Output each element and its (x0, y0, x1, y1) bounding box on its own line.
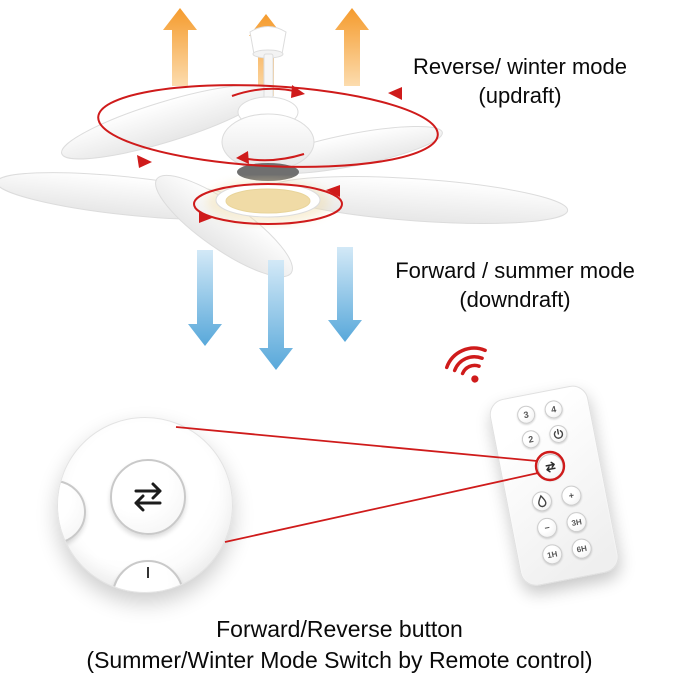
remote-speed-row-1: 3 4 (515, 398, 565, 426)
fan-light-rim (215, 182, 321, 218)
speed-4-button[interactable]: 4 (543, 398, 565, 420)
power-icon (553, 428, 564, 439)
wifi-signal-icon (444, 346, 487, 383)
fan-blade (0, 172, 260, 220)
light-rotation-annotation (193, 183, 343, 225)
rotation-arrowhead-icon (137, 155, 152, 168)
fan-downrod (263, 53, 274, 101)
timer-1h-button[interactable]: 1H (540, 542, 564, 567)
down-arrow-icon (259, 260, 293, 370)
fan-canopy-base (252, 49, 284, 59)
remote-speed-row-2: 2 (520, 423, 569, 450)
button-tick-mark (147, 566, 149, 578)
fan-blade (267, 176, 569, 224)
rotation-arrowhead-icon (199, 211, 212, 223)
reverse-mode-line2: (updraft) (478, 83, 562, 108)
dim-plus-button[interactable]: + (559, 483, 584, 508)
forward-reverse-button-zoomed (110, 459, 186, 535)
remote-light-row: + (530, 483, 584, 514)
partial-button (112, 560, 184, 592)
up-arrow-icon (335, 8, 369, 86)
up-arrow-icon (163, 8, 197, 86)
caption-line1: Forward/Reverse button (216, 616, 463, 642)
reverse-mode-label: Reverse/ winter mode (updraft) (390, 52, 650, 110)
forward-reverse-swap-icon (134, 482, 162, 512)
fan-motor-top (237, 96, 299, 128)
fan-blade (155, 174, 293, 278)
timer-6h-button[interactable]: 6H (569, 536, 594, 561)
light-droplet-icon (538, 494, 547, 508)
down-arrow-icon (328, 247, 362, 342)
remote-timer-row-2: 1H 6H (540, 536, 594, 567)
partial-button (58, 480, 86, 544)
forward-mode-label: Forward / summer mode (downdraft) (383, 256, 647, 314)
reverse-mode-line1: Reverse/ winter mode (413, 54, 627, 79)
updraft-arrows (163, 8, 369, 96)
fan-motor-band (237, 163, 299, 181)
callout-leader-line (224, 472, 539, 543)
forward-mode-line1: Forward / summer mode (395, 258, 635, 283)
dim-minus-button[interactable]: − (535, 516, 559, 540)
speed-3-button[interactable]: 3 (515, 404, 537, 426)
fan-light-glow (206, 180, 330, 224)
caption-line2: (Summer/Winter Mode Switch by Remote con… (86, 647, 593, 673)
forward-mode-line2: (downdraft) (459, 287, 571, 312)
fan-blade (61, 84, 269, 160)
forward-reverse-button[interactable] (535, 451, 566, 483)
rotation-arrowhead-icon (326, 185, 340, 197)
timer-3h-button[interactable]: 3H (564, 510, 589, 534)
zoom-callout-circle (57, 417, 233, 593)
callout-leader-line (175, 426, 538, 462)
power-button[interactable] (547, 423, 569, 445)
rotation-direction-annotation (97, 84, 439, 168)
fan-light-lens (225, 188, 311, 214)
remote-control: 3 4 2 + − 3H 1H 6H (487, 382, 622, 589)
downdraft-arrows (188, 247, 362, 370)
rotation-arrowhead-icon (236, 151, 249, 164)
speed-2-button[interactable]: 2 (520, 428, 542, 450)
fan-canopy (249, 26, 287, 55)
up-arrow-icon (249, 14, 283, 96)
fan-motor-body (221, 113, 315, 171)
bottom-caption: Forward/Reverse button (Summer/Winter Mo… (0, 614, 679, 676)
light-button[interactable] (530, 489, 554, 514)
rotation-arrowhead-icon (291, 85, 305, 98)
down-arrow-icon (188, 250, 222, 346)
remote-timer-row-1: − 3H (535, 510, 589, 540)
forward-reverse-swap-icon (545, 461, 556, 473)
fan-blade (261, 125, 443, 175)
